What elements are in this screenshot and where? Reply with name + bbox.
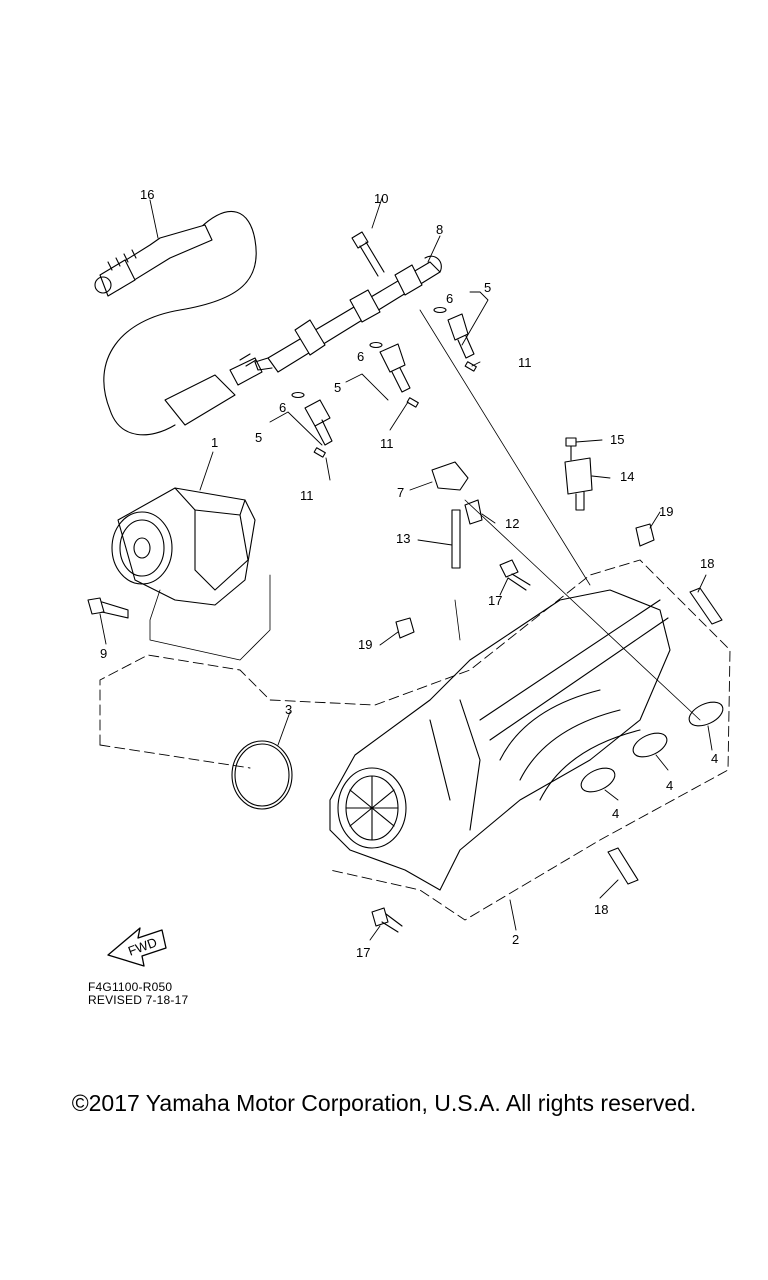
callout-label: 11 bbox=[300, 488, 314, 503]
callout-label: 12 bbox=[505, 516, 519, 531]
callout-label: 10 bbox=[374, 191, 388, 206]
callout-label: 16 bbox=[140, 187, 154, 202]
callout-label: 19 bbox=[659, 504, 673, 519]
callout-label: 17 bbox=[488, 593, 502, 608]
fuel-injectors bbox=[291, 306, 475, 446]
throttle-body bbox=[111, 487, 256, 606]
callout-label: 5 bbox=[255, 430, 262, 445]
callout-label: 18 bbox=[594, 902, 608, 917]
mount-hardware bbox=[371, 523, 655, 933]
callout-label: 8 bbox=[436, 222, 443, 237]
throttle-gasket bbox=[231, 740, 293, 810]
throttle-bolt bbox=[87, 597, 129, 619]
callout-label: 6 bbox=[279, 400, 286, 415]
callout-label: 5 bbox=[484, 280, 491, 295]
fuel-rail bbox=[254, 255, 442, 373]
reference-code: F4G1100-R050 bbox=[88, 980, 173, 994]
callout-label: 4 bbox=[666, 778, 673, 793]
copyright-notice: ©2017 Yamaha Motor Corporation, U.S.A. A… bbox=[71, 1090, 697, 1116]
studs bbox=[607, 587, 723, 885]
callout-label: 15 bbox=[610, 432, 624, 447]
callout-label: 11 bbox=[518, 355, 532, 370]
callout-label: 5 bbox=[334, 380, 341, 395]
intake-manifold bbox=[329, 589, 671, 891]
callout-label: 18 bbox=[700, 556, 714, 571]
callout-label: 17 bbox=[356, 945, 370, 960]
sensors bbox=[431, 437, 593, 569]
leader-lines bbox=[99, 197, 713, 941]
callout-label: 19 bbox=[358, 637, 372, 652]
rail-bolt bbox=[351, 231, 385, 277]
callout-label: 3 bbox=[285, 702, 292, 717]
assembly-lines bbox=[99, 559, 731, 921]
callout-label: 11 bbox=[380, 436, 394, 451]
guide-lines bbox=[149, 309, 701, 721]
callout-label: 4 bbox=[612, 806, 619, 821]
callout-label: 1 bbox=[211, 435, 218, 450]
callout-label: 6 bbox=[446, 291, 453, 306]
injector-seals bbox=[313, 361, 477, 458]
callout-label: 7 bbox=[397, 485, 404, 500]
o-rings bbox=[580, 701, 724, 793]
fuel-hose bbox=[94, 210, 263, 436]
fwd-arrow bbox=[107, 927, 167, 967]
callout-label: 6 bbox=[357, 349, 364, 364]
callout-label: 13 bbox=[396, 531, 410, 546]
brackets bbox=[269, 291, 489, 446]
callout-label: 4 bbox=[711, 751, 718, 766]
callout-label: 14 bbox=[620, 469, 634, 484]
callout-label: 9 bbox=[100, 646, 107, 661]
callout-label: 2 bbox=[512, 932, 519, 947]
revision-date: REVISED 7-18-17 bbox=[88, 993, 189, 1007]
